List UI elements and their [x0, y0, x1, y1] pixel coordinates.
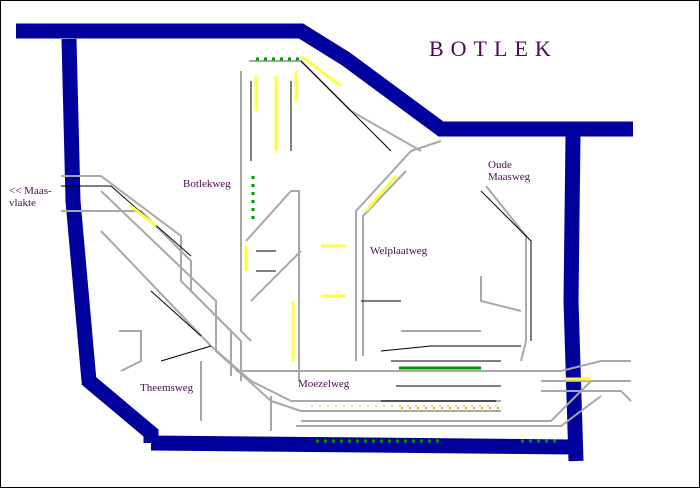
rail-tracks: [61, 60, 632, 431]
fine-tracks: [61, 60, 532, 402]
label-oude-maasweg-line1: Oude: [488, 159, 512, 171]
label-maasvlakte[interactable]: << Maas- vlakte: [9, 185, 52, 209]
label-maasvlakte-line2: vlakte: [9, 197, 36, 209]
river-bottom: [150, 435, 577, 455]
label-moezelweg: Moezelweg: [298, 378, 350, 390]
river-right: [563, 135, 584, 462]
label-theemsweg: Theemsweg: [140, 382, 194, 394]
label-welplaatweg: Welplaatweg: [370, 245, 428, 257]
river-top: [16, 23, 633, 137]
platforms: [130, 54, 591, 381]
label-botlekweg: Botlekweg: [183, 178, 231, 190]
signals: [251, 57, 561, 443]
label-oude-maasweg-line2: Maasweg: [488, 171, 531, 183]
label-maasvlakte-line1: << Maas-: [9, 185, 52, 197]
map-title: BOTLEK: [429, 36, 558, 61]
waterway: [16, 23, 633, 462]
label-oude-maasweg: Oude Maasweg: [488, 159, 530, 183]
river-left: [61, 38, 159, 443]
markers: [311, 405, 501, 409]
